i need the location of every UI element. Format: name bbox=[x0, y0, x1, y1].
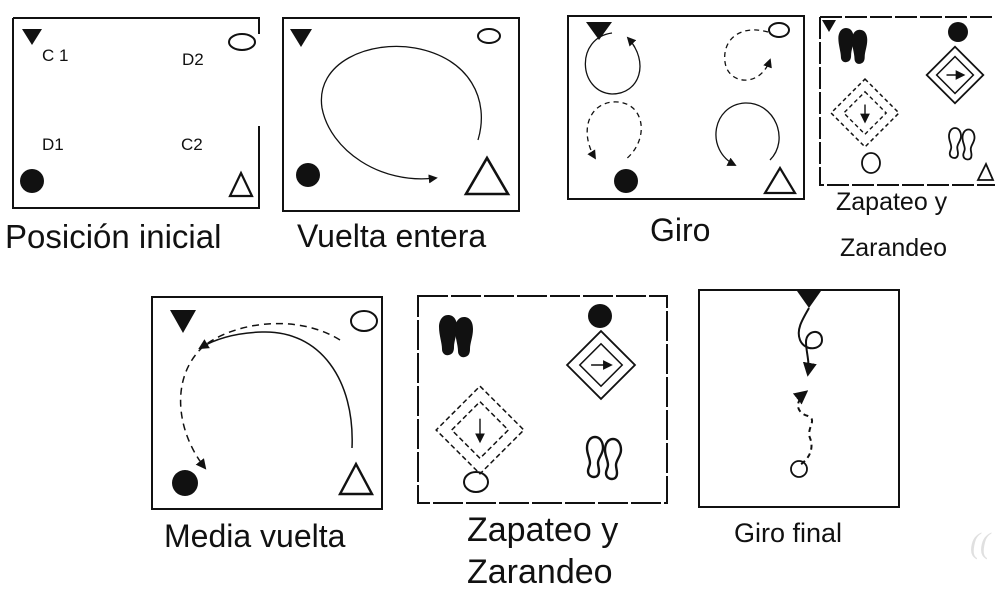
caption-giro-final: Giro final bbox=[734, 518, 843, 548]
media-vuelta-arrow-dashed bbox=[179, 322, 341, 470]
c1-triangle-filled bbox=[22, 29, 42, 45]
giro-loop-c1 bbox=[584, 32, 641, 95]
giro-loop-d1 bbox=[586, 101, 642, 161]
c1-triangle-filled bbox=[822, 20, 836, 32]
caption-zapateo-bottom-line1: Zapateo y bbox=[467, 511, 619, 549]
c1-triangle-filled bbox=[290, 29, 312, 47]
zarandeo-square-solid bbox=[565, 329, 637, 401]
d2-ellipse bbox=[477, 28, 501, 44]
c1-triangle-filled bbox=[170, 310, 196, 333]
c2-triangle-open bbox=[763, 165, 797, 195]
light-footprints-icon bbox=[585, 435, 623, 481]
panel-zapateo-zarandeo-top bbox=[819, 16, 995, 186]
d2-ellipse bbox=[463, 471, 489, 493]
c2-triangle-open bbox=[976, 161, 995, 181]
label-d1: D1 bbox=[42, 135, 64, 154]
caption-media-vuelta: Media vuelta bbox=[164, 518, 346, 554]
d2-ellipse bbox=[350, 310, 378, 332]
d1-circle bbox=[172, 470, 198, 496]
full-turn-arrow bbox=[320, 45, 482, 184]
d1-circle bbox=[948, 22, 968, 42]
caption-zapateo-top-line2: Zarandeo bbox=[840, 234, 948, 262]
panel-zapateo-zarandeo-bottom bbox=[417, 295, 668, 504]
panel-giro-final bbox=[698, 289, 900, 508]
giro-final-path-dashed bbox=[792, 390, 813, 466]
label-c1: C 1 bbox=[42, 46, 69, 65]
label-c2: C2 bbox=[181, 135, 203, 154]
watermark-mark: (( bbox=[970, 527, 990, 560]
d2-ellipse bbox=[228, 33, 256, 51]
c1-triangle-filled bbox=[797, 291, 821, 308]
caption-posicion-inicial: Posición inicial bbox=[5, 218, 222, 255]
giro-loop-c2 bbox=[715, 102, 780, 166]
d1-circle bbox=[588, 304, 612, 328]
d2-ellipse bbox=[768, 22, 790, 38]
d1-circle bbox=[296, 163, 320, 187]
media-vuelta-arrow-solid bbox=[198, 331, 353, 449]
giro-loop-d2 bbox=[724, 29, 772, 81]
label-d2: D2 bbox=[182, 50, 204, 69]
panel-posicion-inicial bbox=[12, 17, 260, 209]
caption-giro: Giro bbox=[650, 212, 711, 248]
c1-triangle-filled bbox=[586, 22, 612, 40]
caption-vuelta-entera: Vuelta entera bbox=[297, 218, 487, 254]
panel-media-vuelta bbox=[151, 296, 383, 510]
c2-triangle-open bbox=[463, 155, 511, 196]
zarandeo-square-dashed bbox=[435, 385, 525, 475]
caption-zapateo-bottom-line2: Zarandeo bbox=[467, 553, 613, 591]
c2-triangle-open bbox=[338, 461, 374, 496]
light-footprints-icon bbox=[948, 127, 976, 161]
d2-ellipse bbox=[861, 152, 881, 174]
zarandeo-square-dashed bbox=[829, 77, 901, 149]
giro-final-path-solid bbox=[797, 307, 824, 377]
d2-ellipse bbox=[790, 460, 808, 478]
zarandeo-square-solid bbox=[925, 45, 985, 105]
d1-circle bbox=[614, 169, 638, 193]
c2-triangle-open bbox=[228, 170, 254, 198]
d1-circle bbox=[20, 169, 44, 193]
dark-footprints-icon bbox=[439, 315, 473, 358]
panel-vuelta-entera bbox=[282, 17, 520, 212]
dark-footprints-icon bbox=[838, 28, 868, 64]
caption-zapateo-top-line1: Zapateo y bbox=[836, 188, 948, 216]
panel-giro bbox=[567, 15, 805, 200]
